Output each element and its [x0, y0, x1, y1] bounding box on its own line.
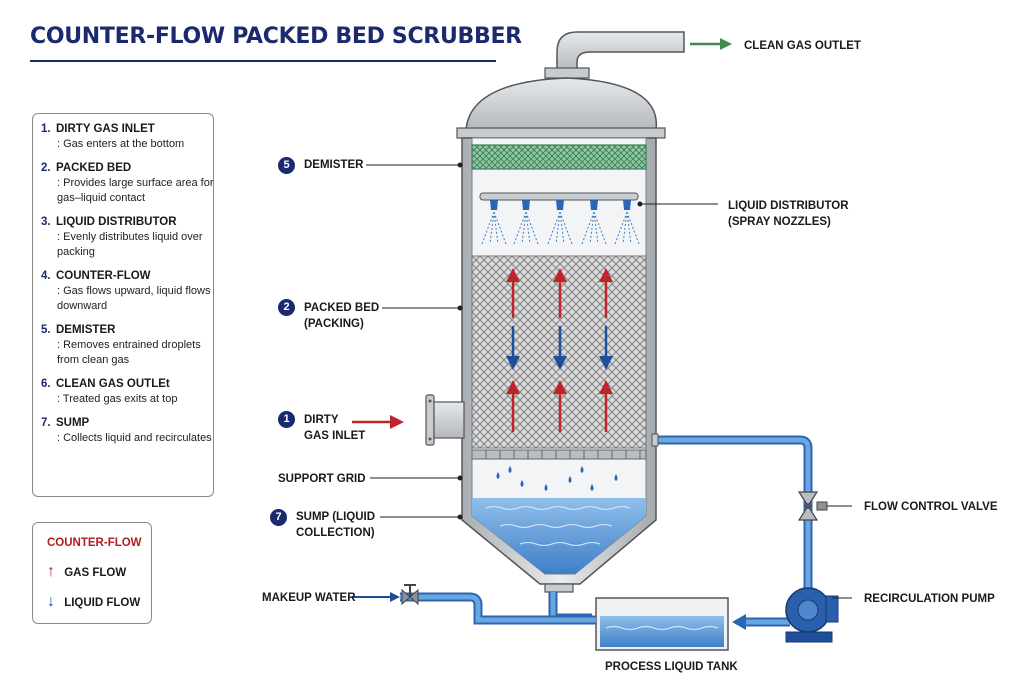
makeup-water-label: MAKEUP WATER: [262, 592, 356, 604]
flow-control-valve: [797, 491, 828, 521]
dirty-gas-badge: 1: [278, 411, 295, 428]
page-title: COUNTER-FLOW PACKED BED SCRUBBER: [30, 24, 522, 49]
clean-gas-outlet-label: CLEAN GAS OUTLET: [744, 40, 861, 52]
flow-key: COUNTER-FLOW ↑ GAS FLOW ↓ LIQUID FLOW: [32, 522, 152, 624]
legend-number: 3.: [41, 216, 51, 228]
recirculation-pump: [785, 587, 839, 643]
liquid-waves: [485, 506, 631, 546]
legend-item-dirty-gas-inlet: 1. DIRTY GAS INLET : Gas enters at the bo…: [41, 122, 213, 152]
gas-up-arrow-icon: ↑: [47, 563, 55, 580]
flow-key-title: COUNTER-FLOW: [47, 537, 142, 549]
clean-gas-outlet-pipe: [544, 31, 685, 79]
liquid-distributor-label: LIQUID DISTRIBUTOR (SPRAY NOZZLES): [728, 200, 849, 228]
dirty-gas-inlet-label: DIRTY GAS INLET: [304, 414, 366, 442]
legend-heading: COUNTER-FLOW: [56, 270, 151, 282]
legend-number: 7.: [41, 417, 51, 429]
legend-description: : Collects liquid and recirculates: [57, 432, 212, 444]
title-underline: [30, 60, 496, 62]
legend-item-clean-gas-outlet: 6. CLEAN GAS OUTLEt : Treated gas exits a…: [41, 377, 213, 407]
legend-description: : Gas flows upward, liquid flows downwar…: [57, 285, 211, 312]
flow-key-gas-label: GAS FLOW: [64, 567, 127, 579]
legend-item-sump: 7. SUMP : Collects liquid and recirculate…: [41, 416, 213, 446]
legend-heading: LIQUID DISTRIBUTOR: [56, 216, 177, 228]
legend-heading: CLEAN GAS OUTLEt: [56, 378, 170, 390]
demister-label: DEMISTER: [304, 159, 364, 171]
legend-description: : Evenly distributes liquid over packing: [57, 231, 203, 258]
spray-nozzles: [490, 200, 631, 210]
flow-key-liquid-label: LIQUID FLOW: [64, 597, 141, 609]
legend-item-counter-flow: 4. COUNTER-FLOW : Gas flows upward, liqui…: [41, 269, 213, 314]
flow-key-gas: ↑ GAS FLOW: [47, 563, 126, 581]
bottom-drain: [544, 583, 592, 623]
legend-description: : Gas enters at the bottom: [57, 138, 185, 150]
legend-heading: SUMP: [56, 417, 90, 429]
dirty-gas-arrow: [352, 415, 404, 429]
demister-badge: 5: [278, 157, 295, 174]
liquid-flow-arrows: [506, 326, 613, 370]
legend-description: : Removes entrained droplets from clean …: [57, 339, 201, 366]
legend-number: 5.: [41, 324, 51, 336]
vessel-dome: [465, 77, 658, 131]
process-tank-label: PROCESS LIQUID TANK: [605, 661, 738, 673]
sump-badge: 7: [270, 509, 287, 526]
demister-pad: [471, 144, 647, 170]
sump-liquid: [472, 498, 646, 574]
legend-item-liquid-distributor: 3. LIQUID DISTRIBUTOR : Evenly distribute…: [41, 215, 213, 260]
clean-gas-arrow: [690, 38, 732, 50]
legend-description: : Treated gas exits at top: [57, 393, 178, 405]
legend-heading: PACKED BED: [56, 162, 132, 174]
sump-label: SUMP (LIQUID COLLECTION): [296, 511, 376, 539]
leader-lines: [366, 162, 852, 599]
legend-heading: DIRTY GAS INLET: [56, 123, 155, 135]
flow-control-valve-label: FLOW CONTROL VALVE: [864, 501, 998, 513]
droplets: [496, 466, 618, 491]
gas-flow-arrows: [506, 268, 613, 432]
spray-pattern: [481, 211, 640, 245]
support-grid: [471, 449, 647, 460]
legend-number: 1.: [41, 123, 51, 135]
vessel-flange: [456, 127, 666, 139]
component-legend: 1. DIRTY GAS INLET : Gas enters at the bo…: [32, 113, 214, 497]
support-grid-label: SUPPORT GRID: [278, 473, 366, 485]
flow-key-liquid: ↓ LIQUID FLOW: [47, 593, 140, 611]
legend-item-demister: 5. DEMISTER : Removes entrained droplets …: [41, 323, 213, 368]
legend-number: 6.: [41, 378, 51, 390]
liquid-down-arrow-icon: ↓: [47, 593, 55, 610]
dirty-gas-inlet-nozzle: [425, 394, 465, 446]
makeup-water-line: [352, 584, 596, 625]
liquid-distributor: [479, 192, 640, 245]
legend-number: 4.: [41, 270, 51, 282]
legend-description: : Provides large surface area for gas–li…: [57, 177, 214, 204]
packed-bed-label: PACKED BED (PACKING): [304, 302, 380, 330]
legend-item-packed-bed: 2. PACKED BED : Provides large surface ar…: [41, 161, 214, 206]
legend-heading: DEMISTER: [56, 324, 116, 336]
packed-bed-badge: 2: [278, 299, 295, 316]
legend-number: 2.: [41, 162, 51, 174]
recirculation-line: [651, 433, 813, 630]
process-liquid-tank: [595, 597, 729, 651]
recirculation-pump-label: RECIRCULATION PUMP: [864, 593, 995, 605]
